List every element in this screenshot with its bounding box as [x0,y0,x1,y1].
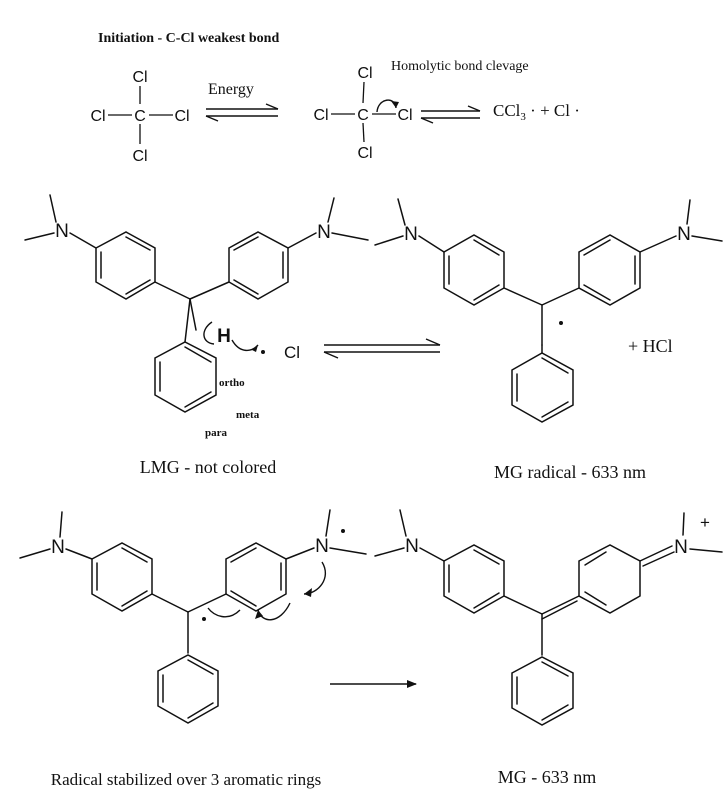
lmg-n-left: N [55,221,69,242]
mg-caption: MG - 633 nm [498,767,597,787]
benzene-ring [511,656,574,726]
benzene-ring [157,654,219,724]
radical-dot [202,617,206,621]
lmg-molecule: N N H Cl ortho meta para [24,194,369,439]
mg-n-left: N [405,536,419,557]
mg-radical-n-right: N [677,224,691,245]
cleavage-label: Homolytic bond clevage [391,59,529,74]
ccl4b-cl-left: Cl [313,107,328,124]
benzene-ring [225,542,287,612]
lmg-caption: LMG - not colored [140,457,276,477]
curved-arrow-icon [257,602,291,621]
stabilized-radical-molecule: N N [19,509,367,724]
bond [362,122,365,143]
ccl4-cleavage-molecule: Cl Cl C Cl Cl [313,65,412,162]
mg-radical-caption: MG radical - 633 nm [494,462,646,482]
curved-arrow-icon [207,607,241,618]
ccl4b-cl-bottom: Cl [357,145,372,162]
ccl4b-cl-right: Cl [397,107,412,124]
radical-dot [559,321,563,325]
ccl4-cl-left: Cl [90,108,105,125]
products-text: CCl3 · + Cl · [493,101,580,123]
mg-plus-charge: + [700,513,710,532]
benzene-ring [511,352,574,423]
ccl4-carbon: C [134,108,146,125]
ccl4-cl-top: Cl [132,69,147,86]
hcl-text: + HCl [628,336,673,356]
ortho-label: ortho [219,377,245,389]
ccl4b-carbon: C [357,107,369,124]
products-rest: · + Cl · [526,101,580,120]
lmg-cl-radical: Cl [284,343,300,362]
radical-dot [261,350,265,354]
benzene-ring [91,542,153,612]
mg-molecule: N N + [374,509,723,726]
energy-label: Energy [208,81,254,98]
benzene-ring [443,544,505,614]
mg-radical-n-left: N [404,224,418,245]
mg-radical-molecule: N N + HCl [374,198,723,423]
ccl3-text: CCl [493,101,521,120]
equilibrium-arrow-3 [323,338,441,359]
equilibrium-arrow-1 [205,103,279,122]
ccl4-cl-bottom: Cl [132,148,147,165]
para-label: para [205,427,228,439]
meta-label: meta [236,409,260,421]
lmg-n-right: N [317,222,331,243]
stabilized-caption: Radical stabilized over 3 aromatic rings [51,770,322,789]
curved-arrow-icon [303,561,327,595]
quinoid-ring [578,544,641,614]
benzene-ring [578,234,641,306]
ccl4b-cl-top: Cl [357,65,372,82]
ccl4-cl-right: Cl [174,108,189,125]
benzene-ring [154,341,217,413]
radical-dot [341,529,345,533]
bond [362,81,365,104]
ccl3-subscript: 3 [520,111,526,123]
benzene-ring [443,234,505,306]
stabilized-n-left: N [51,537,65,558]
curved-arrow-icon [203,321,215,345]
lmg-h-atom: H [217,326,231,347]
equilibrium-arrow-2 [420,105,481,124]
stabilized-n-right: N [315,536,329,557]
initiation-title: Initiation - C-Cl weakest bond [98,31,279,46]
ccl4-molecule: Cl Cl C Cl Cl [90,69,189,165]
benzene-ring [228,231,289,300]
benzene-ring [95,231,156,300]
mg-n-right: N [674,537,688,558]
